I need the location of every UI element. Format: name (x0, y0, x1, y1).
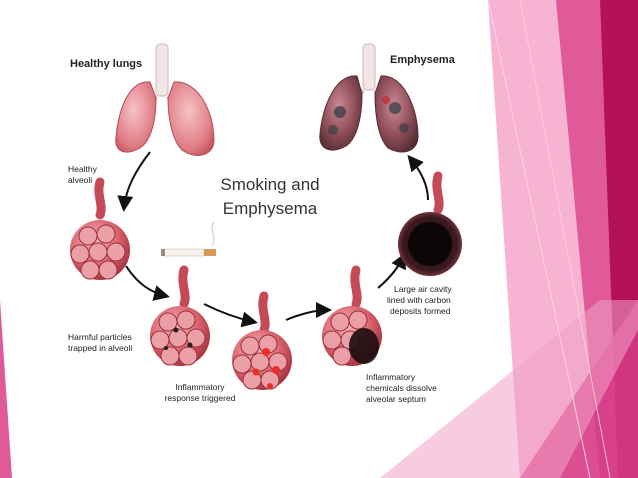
cigarette-icon (161, 221, 216, 257)
label-healthy-alveoli: Healthy alveoli (68, 164, 98, 185)
svg-text:Healthy: Healthy (68, 164, 98, 174)
svg-text:lined with carbon: lined with carbon (387, 295, 451, 305)
svg-text:trapped in alveoli: trapped in alveoli (68, 343, 132, 353)
svg-text:alveoli: alveoli (68, 175, 92, 185)
alveoli-cluster-particles (150, 265, 210, 366)
alveoli-cluster-dissolving (322, 265, 382, 366)
label-emphysema: Emphysema (390, 54, 456, 66)
cycle-arrow-icon (117, 151, 429, 328)
svg-text:alveolar septum: alveolar septum (366, 394, 426, 404)
svg-text:Inflammatory: Inflammatory (175, 382, 225, 392)
svg-text:response triggered: response triggered (165, 393, 236, 403)
svg-text:deposits formed: deposits formed (390, 306, 451, 316)
alveoli-cluster-healthy (70, 177, 130, 280)
label-inflammatory-chemicals: Inflammatory chemicals dissolve alveolar… (366, 372, 437, 404)
svg-text:Large air cavity: Large air cavity (394, 284, 452, 294)
emphysema-lungs-icon (319, 43, 419, 153)
diagram-title-line-2: Emphysema (223, 199, 318, 218)
label-large-air-cavity: Large air cavity lined with carbon depos… (387, 284, 452, 316)
label-healthy-lungs: Healthy lungs (70, 58, 142, 70)
svg-text:chemicals dissolve: chemicals dissolve (366, 383, 437, 393)
diagram-title-line-1: Smoking and (220, 175, 319, 194)
alveoli-cluster-inflamed (232, 291, 292, 390)
label-harmful-particles: Harmful particles trapped in alveoli (68, 332, 132, 353)
svg-text:Harmful particles: Harmful particles (68, 332, 132, 342)
healthy-lungs-icon (115, 43, 215, 156)
alveoli-cluster-cavity (398, 171, 462, 276)
svg-text:Inflammatory: Inflammatory (366, 372, 416, 382)
label-inflammatory-response: Inflammatory response triggered (165, 382, 236, 403)
